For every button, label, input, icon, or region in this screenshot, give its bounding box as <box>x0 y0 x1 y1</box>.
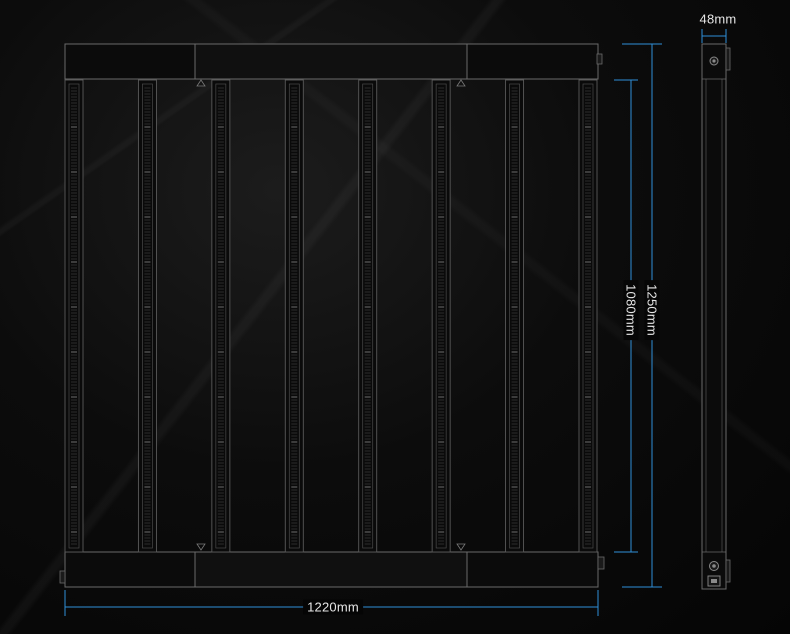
light-bar <box>431 79 451 553</box>
light-bar <box>358 79 378 553</box>
light-bar <box>578 79 598 553</box>
light-bar <box>64 79 84 553</box>
fixture-side-view <box>701 43 731 590</box>
bottom-housing-connector-left <box>59 570 66 584</box>
marker-bottom-right <box>456 543 466 551</box>
marker-top-left <box>196 79 206 87</box>
top-housing-connector <box>596 53 603 65</box>
light-bar <box>505 79 525 553</box>
bottom-housing-connector-right <box>597 556 605 570</box>
bottom-housing-center-box <box>194 551 468 588</box>
light-bars <box>64 79 598 553</box>
light-bar <box>284 79 304 553</box>
side-bottom-bracket <box>725 559 731 583</box>
height-label: 1250mm <box>644 280 660 340</box>
light-bar <box>211 79 231 553</box>
width-label: 1220mm <box>303 599 363 615</box>
marker-top-right <box>456 79 466 87</box>
top-housing-center-box <box>194 43 468 80</box>
depth-dimension <box>701 29 727 43</box>
marker-bottom-left <box>196 543 206 551</box>
light-bar <box>137 79 157 553</box>
depth-label: 48mm <box>699 11 737 27</box>
side-top-bracket <box>725 47 731 71</box>
fixture-front-view <box>59 43 605 588</box>
bar-length-label: 1080mm <box>623 280 639 340</box>
